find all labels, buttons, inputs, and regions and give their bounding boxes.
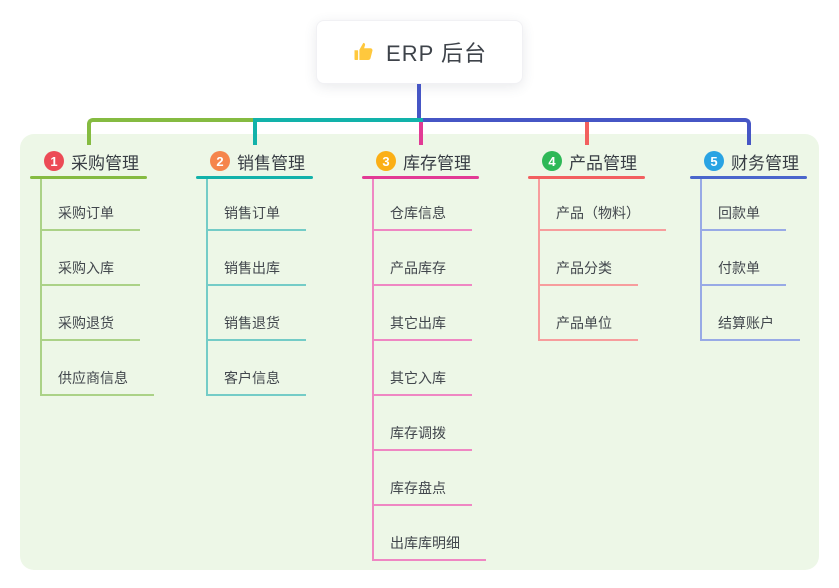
branch-underline: [196, 176, 313, 179]
branch-node-2[interactable]: 2 销售管理: [210, 150, 305, 173]
branch-number-badge: 5: [704, 151, 724, 171]
child-node[interactable]: 供应商信息: [40, 368, 154, 396]
branch4-drop-line: [584, 122, 589, 145]
child-node[interactable]: 采购入库: [40, 258, 140, 286]
branch-number-badge: 4: [542, 151, 562, 171]
child-node[interactable]: 产品库存: [372, 258, 472, 286]
child-node[interactable]: 其它出库: [372, 313, 472, 341]
child-node[interactable]: 付款单: [700, 258, 786, 286]
branches-panel: [20, 134, 819, 570]
branch-underline: [362, 176, 479, 179]
branch-node-5[interactable]: 5 财务管理: [704, 150, 799, 173]
branch-node-3[interactable]: 3 库存管理: [376, 150, 471, 173]
child-node[interactable]: 销售订单: [206, 203, 306, 231]
child-node[interactable]: 采购订单: [40, 203, 140, 231]
branch-label: 财务管理: [731, 153, 799, 173]
branch-number-badge: 2: [210, 151, 230, 171]
branch-node-4[interactable]: 4 产品管理: [542, 150, 637, 173]
thumbs-up-icon: [354, 42, 373, 60]
child-node[interactable]: 库存调拨: [372, 423, 472, 451]
branch-underline: [30, 176, 147, 179]
branch-label: 产品管理: [569, 153, 637, 173]
branch-underline: [528, 176, 645, 179]
bus-segment-branch5: [422, 118, 751, 145]
bus-segment-branch2: [256, 118, 423, 122]
child-node[interactable]: 产品（物料）: [538, 203, 666, 231]
child-node[interactable]: 结算账户: [700, 313, 800, 341]
branch-label: 销售管理: [237, 153, 305, 173]
child-node[interactable]: 销售退货: [206, 313, 306, 341]
child-node[interactable]: 产品单位: [538, 313, 638, 341]
child-node[interactable]: 仓库信息: [372, 203, 472, 231]
branch-children-connector: [700, 179, 702, 341]
branch-number-badge: 3: [376, 151, 396, 171]
branch-number-badge: 1: [44, 151, 64, 171]
root-node-title: ERP 后台: [386, 41, 487, 66]
branch-children-connector: [372, 179, 374, 561]
child-node[interactable]: 销售出库: [206, 258, 306, 286]
branch3-drop-line: [418, 122, 423, 145]
branch-underline: [690, 176, 807, 179]
branch-label: 采购管理: [71, 153, 139, 173]
root-node-erp[interactable]: ERP 后台: [316, 20, 523, 84]
child-node[interactable]: 采购退货: [40, 313, 140, 341]
branch2-drop-line: [252, 118, 257, 145]
child-node[interactable]: 出库库明细: [372, 533, 486, 561]
branch-node-1[interactable]: 1 采购管理: [44, 150, 139, 173]
branch-children-connector: [40, 179, 42, 396]
root-connector-line: [417, 84, 421, 119]
branch-children-connector: [206, 179, 208, 396]
child-node[interactable]: 其它入库: [372, 368, 472, 396]
branch-label: 库存管理: [403, 153, 471, 173]
child-node[interactable]: 回款单: [700, 203, 786, 231]
child-node[interactable]: 产品分类: [538, 258, 638, 286]
branch-children-connector: [538, 179, 540, 341]
bus-segment-branch1: [86, 118, 257, 145]
child-node[interactable]: 客户信息: [206, 368, 306, 396]
child-node[interactable]: 库存盘点: [372, 478, 472, 506]
